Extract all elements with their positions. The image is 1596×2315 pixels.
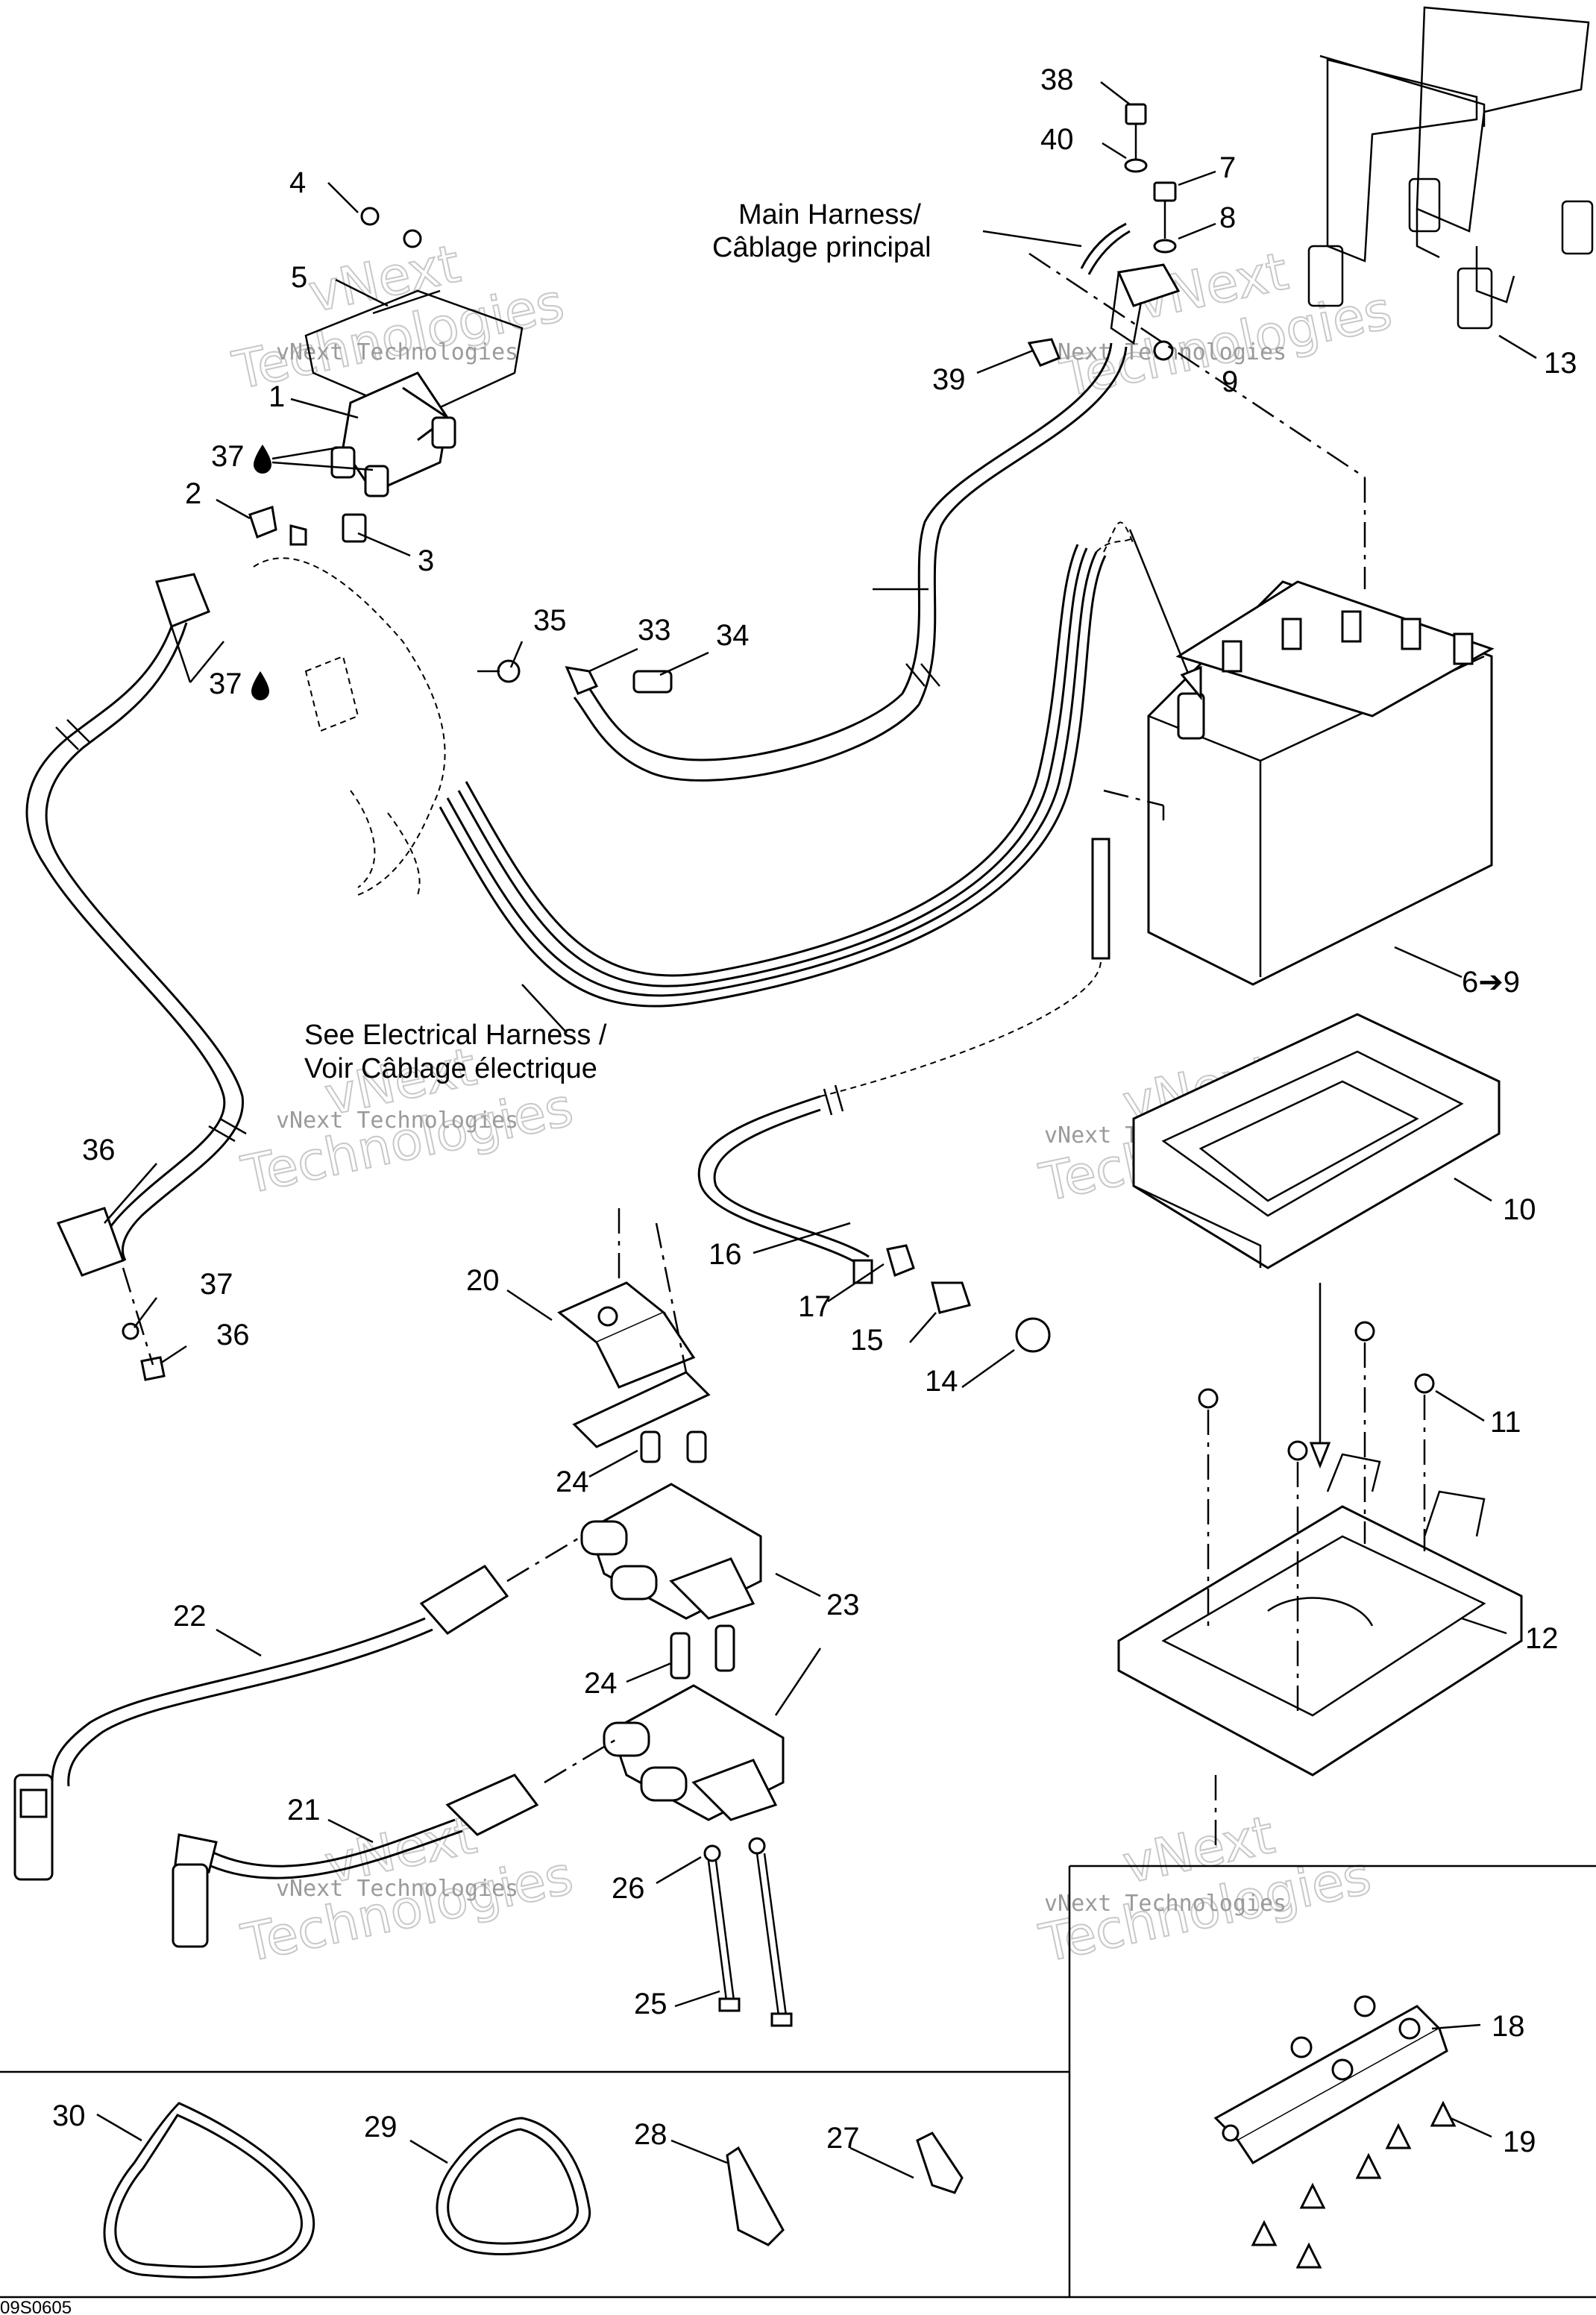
callout-1: 1 — [268, 380, 285, 413]
callout-12: 12 — [1525, 1622, 1559, 1655]
callout-17: 17 — [798, 1290, 832, 1323]
solenoid-drawing — [248, 207, 524, 546]
callout-38: 38 — [1040, 63, 1074, 96]
ghost-starter-outline — [253, 557, 446, 896]
callout-labels: 4 5 1 37 2 3 37 38 40 7 8 39 9 13 Main H… — [0, 63, 1577, 2315]
callout-28: 28 — [634, 2118, 667, 2151]
callout-29: 29 — [364, 2111, 398, 2143]
callout-2: 2 — [185, 477, 201, 510]
vent-tube-drawing — [697, 838, 1110, 1353]
callout-19: 19 — [1503, 2126, 1536, 2158]
callout-39: 39 — [932, 363, 966, 396]
callout-8: 8 — [1219, 201, 1236, 234]
callout-26: 26 — [612, 1872, 645, 1905]
callout-33: 35 — [533, 604, 567, 637]
callout-22: 22 — [173, 1600, 207, 1633]
watermark-6-small: vNext Technologies — [1044, 1891, 1286, 1917]
coil-bracket-drawing — [557, 1208, 711, 1448]
callout-37-upper: 37 — [211, 440, 271, 474]
inset-mount-plate-drawing — [1213, 1995, 1457, 2269]
callout-9: 9 — [1222, 365, 1238, 398]
bottom-panel — [0, 1865, 1596, 2299]
callout-20: 20 — [466, 1264, 500, 1297]
callout-21: 21 — [287, 1794, 321, 1826]
callout-5: 5 — [291, 261, 307, 294]
leader-lines — [96, 81, 1537, 2179]
callout-23: 23 — [826, 1589, 860, 1621]
callout-6-9: 6➔9 — [1462, 966, 1520, 999]
callout-11: 11 — [1490, 1406, 1521, 1439]
callout-24-upper: 24 — [556, 1466, 589, 1498]
watermark-3-small: vNext Technologies — [276, 1108, 518, 1134]
watermark-6: vNext Technologies — [1034, 1803, 1377, 1975]
watermark-1-small: vNext Technologies — [276, 339, 518, 365]
callout-37-lower: 37 — [209, 668, 269, 700]
assembly-lines — [1028, 252, 1366, 1469]
svg-text:37: 37 — [211, 440, 245, 473]
callout-4: 4 — [289, 166, 306, 199]
callout-15: 15 — [850, 1324, 884, 1357]
callout-16: 16 — [709, 1238, 742, 1271]
terminal-hardware-drawing — [1027, 103, 1181, 367]
callout-30: 30 — [52, 2099, 86, 2132]
drawing-code: 09S0605 — [0, 2298, 72, 2315]
battery-support-drawing — [1117, 1321, 1523, 1850]
ignition-coil-drawing — [506, 1430, 793, 2027]
callout-40: 40 — [1040, 123, 1074, 156]
callout-18: 18 — [1492, 2010, 1525, 2043]
callout-31: 33 — [638, 614, 671, 647]
battery-strap-drawing — [1307, 6, 1594, 330]
battery-drawing — [1147, 580, 1495, 986]
callout-24-lower: 24 — [584, 1667, 618, 1700]
callout-32: 34 — [716, 619, 750, 652]
battery-tray-drawing — [1132, 1013, 1501, 1269]
ground-cable-hardware-drawing — [477, 659, 673, 695]
callout-14: 14 — [925, 1365, 958, 1398]
callout-25: 25 — [634, 1988, 667, 2020]
callout-3: 3 — [418, 544, 434, 577]
drop-icon — [251, 671, 269, 700]
electrical-harness-line2: Voir Câblage électrique — [304, 1053, 597, 1084]
main-harness-line1: Main Harness/ — [738, 199, 921, 230]
callout-34: 36 — [82, 1134, 116, 1166]
positive-cable-drawing — [25, 573, 247, 1381]
svg-text:37: 37 — [209, 668, 242, 700]
callout-35: 36 — [216, 1319, 250, 1351]
spark-plug-cable-drawing — [13, 1565, 539, 1948]
watermark-5-small: vNext Technologies — [276, 1876, 518, 1902]
callout-7: 7 — [1219, 151, 1236, 184]
callout-13: 13 — [1544, 347, 1577, 380]
electrical-harness-line1: See Electrical Harness / — [304, 1020, 607, 1051]
main-harness-line2: Câblage principal — [712, 232, 931, 263]
callout-27: 27 — [826, 2122, 860, 2155]
callout-36: 37 — [200, 1268, 233, 1301]
drop-icon — [254, 445, 271, 474]
callout-10: 10 — [1503, 1193, 1536, 1226]
cable-routing — [439, 342, 1134, 1008]
